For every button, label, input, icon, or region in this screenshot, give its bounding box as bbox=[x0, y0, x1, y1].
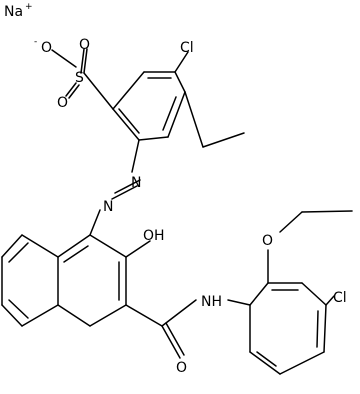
sodium-charge: + bbox=[25, 2, 33, 12]
sulfonate-oxygen-anion: O bbox=[41, 40, 52, 56]
azo-nitrogen-2: N bbox=[103, 199, 113, 215]
atom-labels: Na + - O O S O Cl N N OH O NH O Cl bbox=[4, 2, 347, 376]
azo-nitrogen-1: N bbox=[131, 175, 141, 191]
sulfonate-oxygen-top: O bbox=[79, 37, 90, 53]
sulfur-atom: S bbox=[75, 70, 84, 86]
oxide-charge: - bbox=[34, 37, 37, 47]
hydroxyl-group: OH bbox=[143, 228, 165, 244]
sodium-label: Na bbox=[4, 4, 23, 20]
chlorine-top: Cl bbox=[180, 40, 194, 56]
ether-oxygen: O bbox=[262, 233, 273, 249]
bonds bbox=[1, 48, 353, 375]
amide-nh: NH bbox=[201, 294, 222, 310]
chlorine-bottom: Cl bbox=[333, 290, 347, 306]
sulfonate-oxygen-bottom: O bbox=[57, 95, 68, 111]
amide-oxygen: O bbox=[176, 360, 187, 376]
